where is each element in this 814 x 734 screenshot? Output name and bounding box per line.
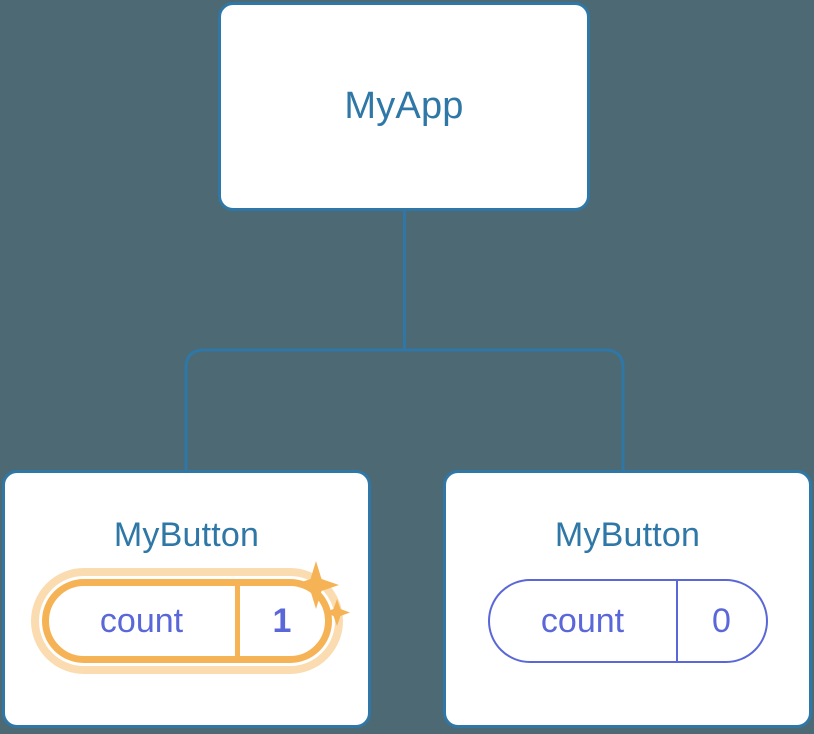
node-myapp[interactable]: MyApp	[218, 2, 590, 211]
state-pill-right-wrap: count 0	[487, 579, 768, 663]
state-pill-right[interactable]: count 0	[487, 579, 768, 663]
node-mybutton-left[interactable]: MyButton count 1	[2, 470, 371, 728]
node-mybutton-right-label: MyButton	[554, 516, 701, 554]
node-mybutton-right[interactable]: MyButton count 0	[443, 470, 812, 728]
connector-split-bar	[184, 348, 625, 470]
state-key-left: count	[99, 601, 184, 640]
state-pill-left-wrap: count 1	[30, 568, 343, 674]
state-pill-left[interactable]: count 1	[41, 579, 332, 663]
node-mybutton-left-label: MyButton	[113, 516, 260, 554]
state-value-right: 0	[675, 581, 766, 661]
sparkle-icon	[293, 561, 339, 609]
state-key-right: count	[540, 601, 625, 640]
sparkle-icon	[324, 599, 350, 626]
state-value-left: 1	[234, 586, 325, 656]
node-myapp-label: MyApp	[344, 85, 464, 127]
sparkle-group	[290, 561, 352, 631]
